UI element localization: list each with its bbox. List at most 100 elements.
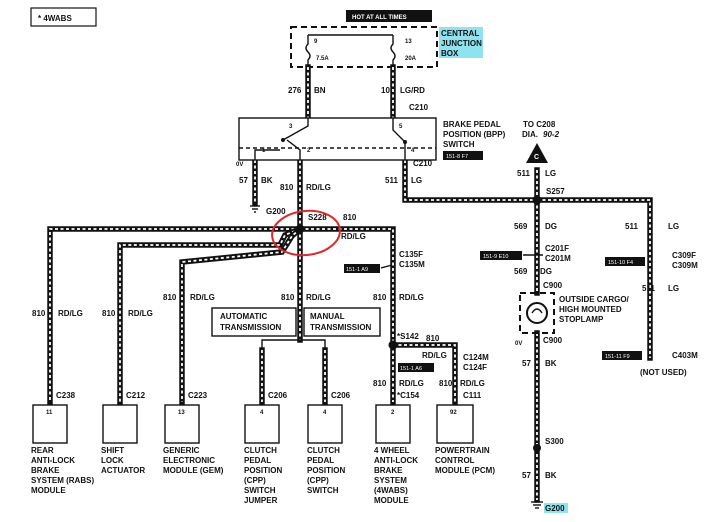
module-cppj-name-4: (CPP) — [244, 476, 266, 485]
module-rabs-name-5: MODULE — [31, 486, 66, 495]
module-cppj-pin: 4 — [260, 410, 264, 416]
stoplamp-bulb-icon — [526, 302, 548, 324]
bpp-switch-name-2: POSITION (BPP) — [443, 130, 506, 139]
fuse-9-number: 9 — [314, 39, 318, 45]
module-gem-name-3: MODULE (GEM) — [163, 466, 224, 475]
module-4wabs-name-5: (4WABS) — [374, 486, 408, 495]
g200-top: G200 — [266, 207, 286, 216]
w810-cpp-color: RD/LG — [306, 293, 331, 302]
module-rabs-pin: 11 — [46, 410, 53, 416]
c124m: C124M — [463, 353, 489, 362]
c309-ref-box — [605, 257, 645, 266]
wire-810-shift — [117, 225, 304, 405]
w57a-color: BK — [261, 176, 273, 185]
g200-bottom-bg — [544, 503, 568, 513]
module-4wabs-name-6: MODULE — [374, 496, 409, 505]
fuse-9-rating: 7.5A — [316, 56, 329, 62]
w810-cpp-num: 810 — [281, 293, 295, 302]
c309m: C309M — [672, 261, 698, 270]
model-tag: * 4WABS — [38, 14, 72, 23]
not-used: (NOT USED) — [640, 368, 687, 377]
w57c-color: BK — [545, 471, 557, 480]
w810-pcm3-color: RD/LG — [460, 379, 485, 388]
w810-4wb-num: 810 — [373, 379, 387, 388]
bpp-ref-box — [443, 151, 483, 160]
c124-ref-box — [398, 363, 434, 372]
c201m: C201M — [545, 254, 571, 263]
bpp-switch-name-3: SWITCH — [443, 140, 475, 149]
module-pcm-name-1: POWERTRAIN — [435, 446, 490, 455]
stoplamp-name-3: STOPLAMP — [559, 315, 604, 324]
module-4wabs-pin: 2 — [391, 410, 395, 416]
junction-box-name-2: JUNCTION — [441, 39, 482, 48]
c238: C238 — [56, 391, 76, 400]
s257-label: S257 — [546, 187, 565, 196]
g200-bottom: G200 — [545, 504, 565, 513]
w10-color: LG/RD — [400, 86, 425, 95]
model-tag-box — [30, 7, 97, 27]
w810-num: 810 — [280, 183, 294, 192]
c201-ref: 151-9 E10 — [483, 254, 508, 260]
module-rabs-name-3: BRAKE — [31, 466, 60, 475]
w511c-num: 511 — [625, 222, 638, 231]
bpp-pin-2: 2 — [307, 148, 311, 154]
c900-top: C900 — [543, 281, 563, 290]
c223: C223 — [188, 391, 208, 400]
to-c208-dia: DIA. — [522, 130, 538, 139]
w10-num: 10 — [381, 86, 390, 95]
bpp-switch-name-1: BRAKE PEDAL — [443, 120, 501, 129]
w810-rabs-color: RD/LG — [58, 309, 83, 318]
c124f: C124F — [463, 363, 487, 372]
auto-transmission-2: TRANSMISSION — [220, 323, 282, 332]
w511d-num: 511 — [642, 284, 655, 293]
bpp-switch-contacts-icon — [282, 118, 406, 160]
c403-ref: 151-11 F9 — [605, 354, 630, 360]
stoplamp-name-1: OUTSIDE CARGO/ — [559, 295, 630, 304]
module-cpps-pin: 4 — [323, 410, 327, 416]
bpp-ground-note: 0V — [236, 162, 243, 168]
module-shift-name-3: ACTUATOR — [101, 466, 145, 475]
w276-num: 276 — [288, 86, 302, 95]
c135f: C135F — [399, 250, 423, 259]
manual-transmission-1: MANUAL — [310, 312, 345, 321]
module-pcm-name-2: CONTROL — [435, 456, 475, 465]
c201-ref-box — [480, 251, 522, 260]
c210-bottom: C210 — [413, 159, 433, 168]
module-cpp-switch: 4 CLUTCH PEDAL POSITION (CPP) SWITCH — [307, 404, 345, 495]
module-cpps-name-4: (CPP) — [307, 476, 329, 485]
module-shift-lock: SHIFT LOCK ACTUATOR — [101, 404, 145, 475]
splice-s142 — [388, 340, 398, 350]
module-rabs-name-4: SYSTEM (RABS) — [31, 476, 94, 485]
s142-label: *S142 — [397, 332, 419, 341]
module-cpps-name-1: CLUTCH — [307, 446, 340, 455]
junction-box-name-1: CENTRAL — [441, 29, 479, 38]
junction-box-name-3: BOX — [441, 49, 459, 58]
c309-ref: 151-10 F4 — [608, 260, 633, 266]
w810-shift-num: 810 — [102, 309, 116, 318]
bpp-switch-box — [238, 117, 437, 161]
auto-transmission-box — [211, 307, 297, 337]
stoplamp-name-2: HIGH MOUNTED — [559, 305, 622, 314]
c212: C212 — [126, 391, 146, 400]
w810-color: RD/LG — [306, 183, 331, 192]
s300-label: S300 — [545, 437, 564, 446]
module-gem-name-2: ELECTRONIC — [163, 456, 215, 465]
s228-label: S228 — [308, 213, 327, 222]
c124-ref: 151-1 A6 — [400, 366, 422, 372]
c206a: C206 — [268, 391, 288, 400]
module-rabs-name-1: REAR — [31, 446, 54, 455]
w810-pcm-color: RD/LG — [422, 351, 447, 360]
junction-box-label-bg — [439, 27, 483, 58]
module-4wabs-name-4: SYSTEM — [374, 476, 407, 485]
c135m: C135M — [399, 260, 425, 269]
c154: *C154 — [397, 391, 420, 400]
w511b-num: 511 — [517, 169, 530, 178]
module-shift-name-1: SHIFT — [101, 446, 124, 455]
w810b-color: RD/LG — [341, 232, 366, 241]
w810-pcm3-num: 810 — [439, 379, 453, 388]
fuse-13-rating: 20A — [405, 56, 417, 62]
w511d-color: LG — [668, 284, 679, 293]
w569b-num: 569 — [514, 267, 528, 276]
w810-gem-num: 810 — [163, 293, 177, 302]
